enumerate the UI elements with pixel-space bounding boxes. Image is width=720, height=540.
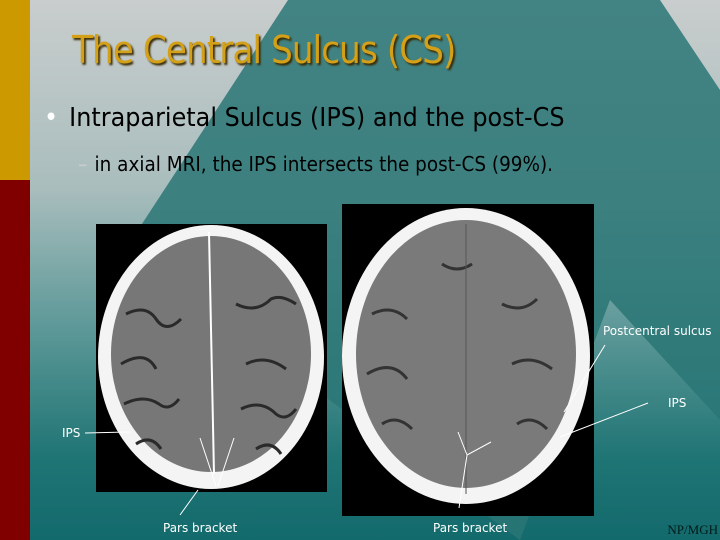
sub-bullet-text: in axial MRI, the IPS intersects the pos… (94, 152, 554, 176)
credit-text: NP/MGH (667, 522, 718, 537)
label-ips-right: IPS (668, 396, 687, 410)
bullet-point: • Intraparietal Sulcus (IPS) and the post… (44, 103, 565, 133)
label-ips-left: IPS (62, 426, 81, 440)
bullet-text: Intraparietal Sulcus (IPS) and the post-… (69, 103, 565, 133)
bullet-icon: • (44, 103, 59, 133)
label-pars-bracket-left: Pars bracket (163, 521, 238, 535)
accent-bar-gold (0, 0, 30, 180)
sub-bullet: –in axial MRI, the IPS intersects the po… (78, 152, 553, 176)
slide-title: The Central Sulcus (CS) (72, 28, 456, 72)
label-pars-bracket-right: Pars bracket (433, 521, 508, 535)
brain-ct-left (96, 224, 327, 492)
accent-bar-maroon (0, 180, 30, 540)
label-postcentral-sulcus: Postcentral sulcus (603, 324, 712, 338)
brain-ct-right (342, 204, 594, 516)
dash-icon: – (78, 152, 88, 176)
